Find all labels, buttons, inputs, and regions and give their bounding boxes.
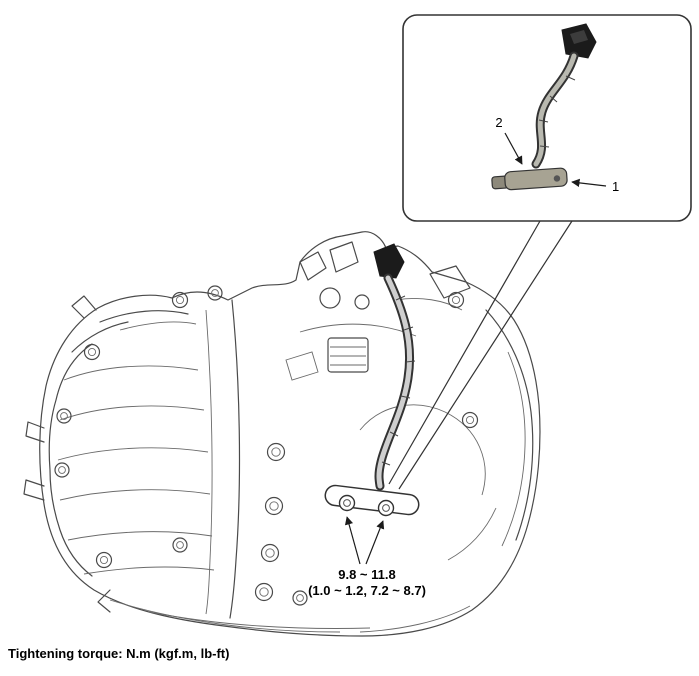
inset-leader-lines — [388, 220, 573, 490]
sensor-on-transaxle — [324, 243, 420, 517]
detail-inset-panel: 2 1 — [402, 14, 692, 222]
torque-value-alt: (1.0 ~ 1.2, 7.2 ~ 8.7) — [308, 583, 426, 598]
detail-connector-notch — [570, 30, 588, 44]
detail-cable-core — [533, 53, 577, 167]
bracket-bolt-left — [338, 494, 356, 512]
cable-core — [376, 275, 413, 489]
connector-black — [373, 243, 405, 279]
cable-hatching — [381, 295, 416, 466]
end-cover-ribs — [57, 321, 215, 575]
part-label-2: 2 — [495, 115, 502, 130]
tightening-torque-note: Tightening torque: N.m (kgf.m, lb-ft) — [8, 646, 229, 661]
detail-cable-hatching — [538, 75, 576, 148]
torque-arrow-left — [344, 516, 361, 565]
torque-value-nm: 9.8 ~ 11.8 — [338, 567, 395, 582]
bell-housing-arcs — [299, 309, 534, 561]
detail-sensor-body — [491, 167, 568, 191]
part-label-2-arrow — [504, 132, 523, 165]
part-label-1: 1 — [612, 179, 619, 194]
transaxle-illustration — [23, 231, 541, 637]
end-cover-contour — [48, 310, 189, 577]
part-label-1-arrow — [571, 178, 607, 188]
sensor-detail-art — [491, 23, 597, 191]
bracket-bolt-right — [377, 499, 395, 517]
top-protrusions — [285, 241, 471, 381]
torque-callout: 9.8 ~ 11.8 (1.0 ~ 1.2, 7.2 ~ 8.7) — [308, 516, 426, 598]
transaxle-outline — [39, 231, 541, 637]
sensor-bracket — [324, 484, 420, 516]
bolt-bosses — [54, 285, 479, 606]
torque-arrow-right — [365, 520, 385, 565]
housing-split-line — [229, 299, 241, 619]
exterior-tabs — [23, 295, 111, 613]
inset-border — [402, 14, 692, 222]
